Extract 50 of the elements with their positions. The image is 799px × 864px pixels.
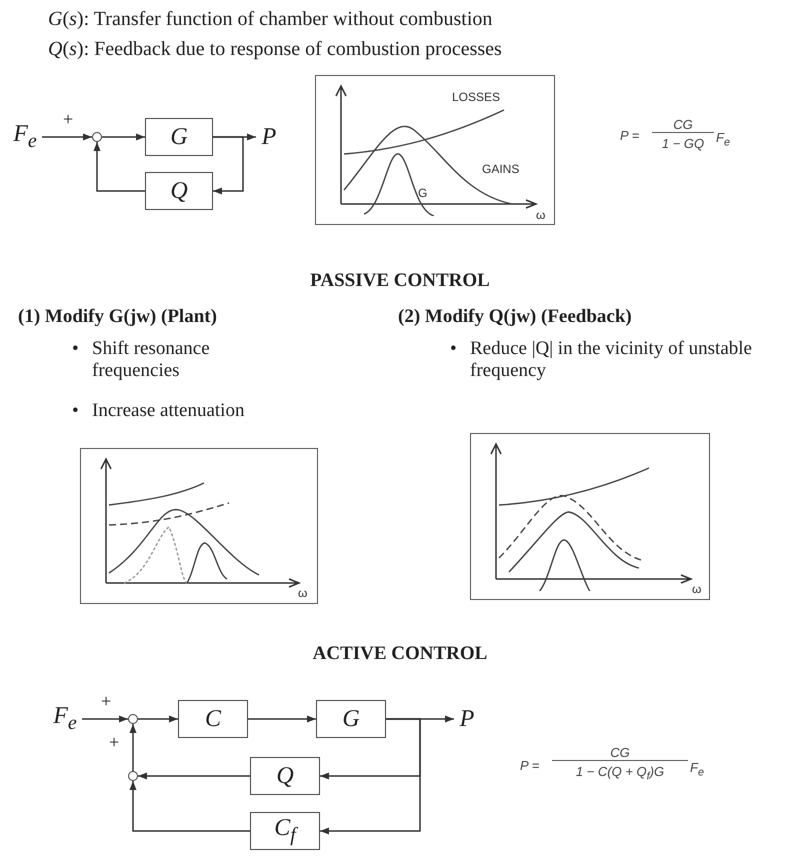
- input-signal-label: F$_{e}$: [48, 702, 82, 736]
- arrow: [130, 781, 250, 832]
- curve-label: GAINS: [482, 162, 520, 176]
- formula-text: P =: [620, 128, 640, 143]
- formula-numerator: CG: [552, 745, 688, 761]
- summing-junction: [128, 714, 138, 724]
- arrow: [82, 716, 128, 722]
- bullet-mark: •: [72, 338, 79, 360]
- formula-denominator: 1 − C(Q + Q$_{f}$)G: [574, 764, 666, 783]
- block-box: Q: [250, 757, 320, 795]
- arrow: [138, 772, 250, 780]
- subheading: (2) Modify Q(jw) (Feedback): [398, 306, 632, 328]
- axis-label: ω: [692, 582, 702, 596]
- arrow: [130, 724, 136, 771]
- axis-label: ω: [298, 586, 308, 600]
- curve-label: LOSSES: [452, 90, 500, 104]
- summing-junction: [92, 132, 102, 142]
- bullet-text: Increase attenuation: [92, 400, 246, 422]
- axis-label: ω: [536, 208, 546, 222]
- bullet-mark: •: [450, 338, 457, 360]
- formula-text: F$_{e}$: [690, 760, 704, 779]
- input-signal-label: F$_{e}$: [8, 120, 42, 154]
- formula-text: P =: [520, 758, 540, 773]
- curve-label: G: [418, 186, 428, 200]
- bullet-text: Shift resonance frequencies: [92, 338, 211, 382]
- arrow: [94, 142, 145, 192]
- formula-numerator: CG: [652, 117, 714, 133]
- block-box: G: [316, 700, 386, 738]
- formula-text: F$_{e}$: [716, 130, 730, 149]
- subheading: (1) Modify G(jw) (Plant): [18, 306, 217, 328]
- bullet-mark: •: [72, 400, 79, 422]
- block-box: C: [178, 700, 248, 738]
- arrow: [102, 134, 145, 140]
- section-heading: ACTIVE CONTROL: [312, 643, 488, 665]
- arrow: [320, 718, 421, 834]
- output-signal-label: P: [454, 702, 480, 736]
- block-box: Q: [145, 172, 213, 210]
- arrow: [248, 716, 316, 722]
- bullet-text: Reduce |Q| in the vicinity of unstable frequency: [470, 338, 753, 382]
- block-box: G: [145, 118, 213, 156]
- definition-text: G(s): Transfer function of chamber without combustion: [48, 8, 492, 31]
- formula-denominator: 1 − GQ: [660, 136, 706, 151]
- arrow: [213, 136, 244, 194]
- output-signal-label: P: [256, 120, 282, 154]
- block-box: C$_{f}$: [250, 812, 320, 850]
- definition-text: Q(s): Feedback due to response of combustion processes: [48, 38, 502, 61]
- arrow: [42, 134, 92, 140]
- section-heading: PASSIVE CONTROL: [310, 270, 490, 292]
- arrow: [138, 716, 178, 722]
- summing-junction: [128, 771, 138, 781]
